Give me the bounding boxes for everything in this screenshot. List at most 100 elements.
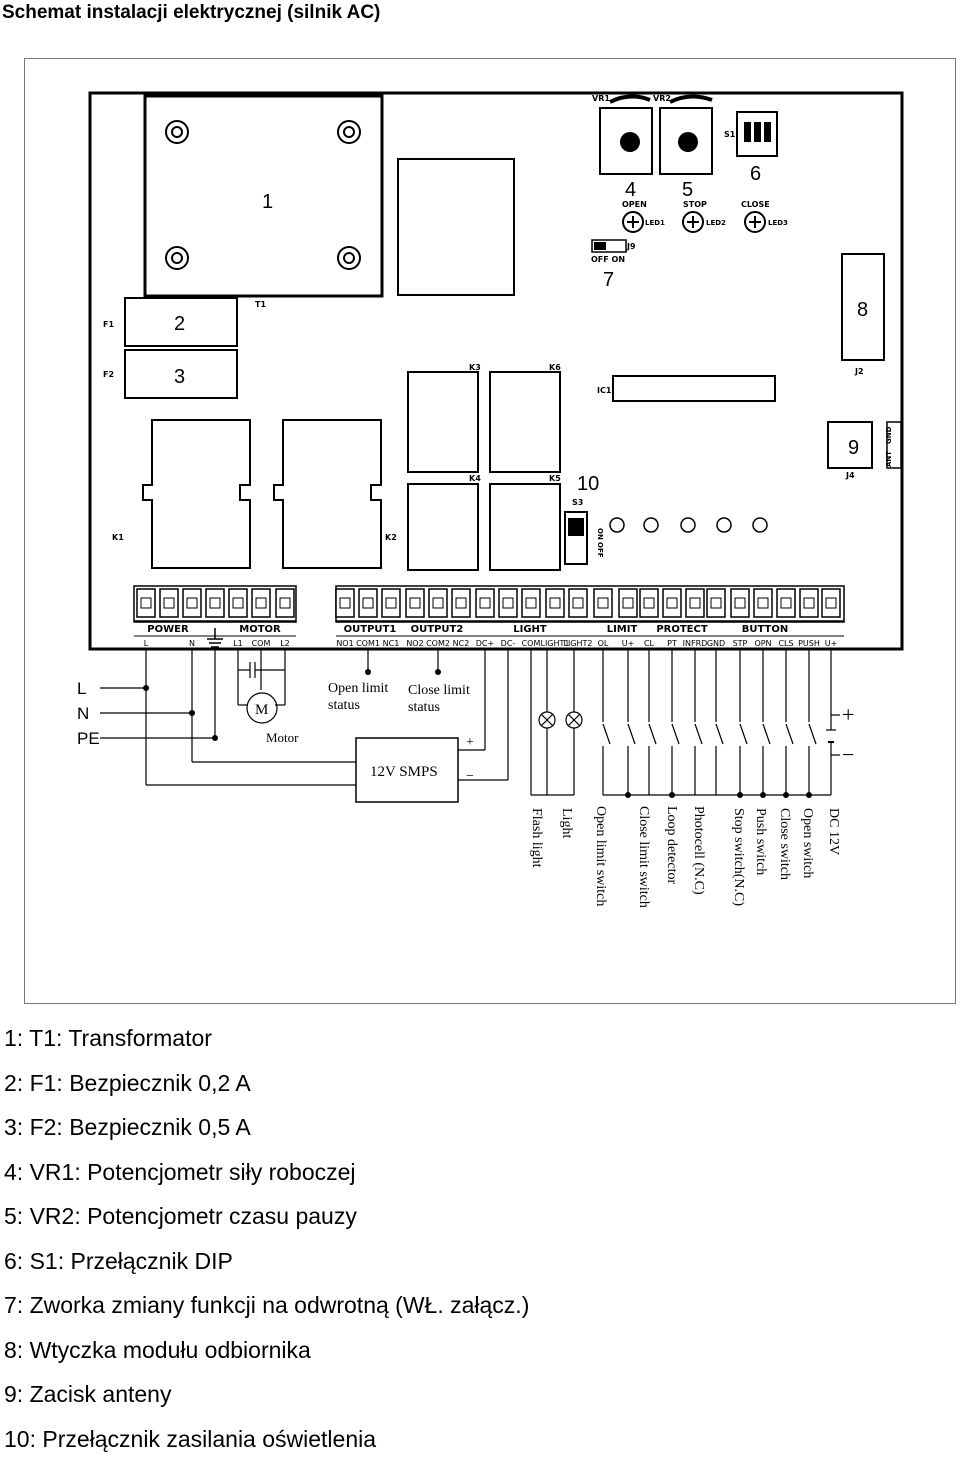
relay-k6 — [490, 372, 560, 472]
terminal-label: PT — [667, 639, 677, 648]
silk-f1: F1 — [103, 320, 114, 329]
label-5: 5 — [682, 179, 693, 201]
device-light: Light — [559, 808, 574, 838]
terminal-label: N — [189, 639, 195, 648]
silk-k5: K5 — [549, 474, 561, 483]
label-10: 10 — [577, 473, 599, 495]
terminal-screw — [707, 589, 725, 617]
silk-k2: K2 — [385, 533, 397, 542]
terminal-screw — [569, 589, 587, 617]
device-loop-detector: Loop detector — [664, 806, 679, 884]
silk-led2: LED2 — [706, 219, 726, 227]
silk-k3: K3 — [469, 363, 481, 372]
terminal-label: PUSH — [798, 639, 820, 648]
terminal-screw — [359, 589, 377, 617]
smps-plus: + — [466, 735, 474, 750]
terminal-screw — [452, 589, 470, 617]
label-7: 7 — [603, 269, 614, 291]
silk-led1: LED1 — [645, 219, 665, 227]
mains-l-label: L — [77, 679, 86, 698]
terminal-screw — [663, 589, 681, 617]
terminal-label: U+ — [825, 639, 838, 648]
silk-k4: K4 — [469, 474, 481, 483]
silk-k6: K6 — [549, 363, 561, 372]
terminal-screw — [522, 589, 540, 617]
motor-symbol: M — [255, 702, 268, 718]
label-2: 2 — [174, 313, 185, 335]
legend-item-1: 1: T1: Transformator — [4, 1016, 529, 1061]
label-8: 8 — [857, 299, 868, 321]
label-1: 1 — [262, 191, 273, 213]
terminal-label: L — [144, 639, 149, 648]
ground-icon — [207, 628, 223, 647]
silk-f2: F2 — [103, 370, 114, 379]
terminal-screw — [382, 589, 400, 617]
terminal-screw — [686, 589, 704, 617]
terminal-screw — [137, 589, 155, 617]
dc-plus: + — [842, 702, 854, 727]
legend-item-2: 2: F1: Bezpiecznik 0,2 A — [4, 1061, 529, 1106]
dc-minus: − — [842, 742, 854, 767]
terminal-label: GND — [707, 639, 725, 648]
terminal-label: OPN — [754, 639, 771, 648]
terminal-screw — [160, 589, 178, 617]
terminal-screw — [822, 589, 840, 617]
terminal-screw — [183, 589, 201, 617]
terminal-label: COM — [522, 639, 541, 648]
silk-led3: LED3 — [768, 219, 788, 227]
device-stop-switch: Stop switch(N.C) — [731, 808, 746, 906]
legend-item-4: 4: VR1: Potencjometr siły roboczej — [4, 1150, 529, 1195]
legend-item-7: 7: Zworka zmiany funkcji na odwrotną (WŁ… — [4, 1283, 529, 1328]
smps-minus: − — [466, 769, 474, 784]
open-limit-status-line1: Open limit — [328, 681, 388, 696]
group-protect: PROTECT — [656, 624, 708, 635]
terminal-label: STP — [733, 639, 748, 648]
label-9: 9 — [848, 437, 859, 459]
motor-label: Motor — [266, 730, 299, 745]
silk-off-on: OFF ON — [591, 255, 625, 264]
terminal-screw — [594, 589, 612, 617]
mains-n-label: N — [77, 704, 89, 723]
terminal-label: INFRD — [683, 639, 708, 648]
legend-item-6: 6: S1: Przełącznik DIP — [4, 1239, 529, 1284]
device-open-limit-switch: Open limit switch — [593, 806, 608, 906]
terminal-screw — [800, 589, 818, 617]
relay-k3 — [408, 372, 478, 472]
relay-k5 — [490, 484, 560, 570]
silk-vr1: VR1 — [592, 94, 610, 103]
terminal-label: CLS — [778, 639, 793, 648]
terminal-label: DC+ — [476, 639, 494, 648]
terminal-screw — [619, 589, 637, 617]
terminal-label: COM1 — [356, 639, 380, 648]
relay-k2 — [274, 420, 381, 568]
terminal-screw — [777, 589, 795, 617]
silk-s1: S1 — [724, 130, 736, 139]
terminal-screw — [640, 589, 658, 617]
group-motor: MOTOR — [239, 624, 281, 635]
mains-pe-label: PE — [77, 729, 100, 748]
silk-j4: J4 — [845, 471, 855, 480]
terminal-label: L1 — [233, 639, 243, 648]
silk-j9: J9 — [626, 242, 636, 251]
relay-k4 — [408, 484, 478, 570]
group-button: BUTTON — [742, 624, 788, 635]
label-6: 6 — [750, 163, 761, 185]
terminal-blocks — [137, 589, 840, 617]
terminal-screw — [499, 589, 517, 617]
terminal-label: CL — [644, 639, 655, 648]
terminal-screw — [731, 589, 749, 617]
status-leds — [610, 518, 767, 532]
legend-item-5: 5: VR2: Potencjometr czasu pauzy — [4, 1194, 529, 1239]
group-power: POWER — [147, 624, 189, 635]
device-photocell: Photocell (N.C) — [691, 806, 706, 895]
terminal-screw — [276, 589, 294, 617]
group-limit: LIMIT — [607, 624, 638, 635]
legend-item-8: 8: Wtyczka modułu odbiornika — [4, 1328, 529, 1373]
terminal-label: NC2 — [453, 639, 470, 648]
close-limit-status-line1: Close limit — [408, 683, 470, 698]
terminal-screw — [229, 589, 247, 617]
device-open-switch: Open switch — [800, 808, 815, 878]
terminal-screw — [206, 589, 224, 617]
relay-k1 — [143, 420, 250, 568]
terminal-label: NC1 — [383, 639, 400, 648]
